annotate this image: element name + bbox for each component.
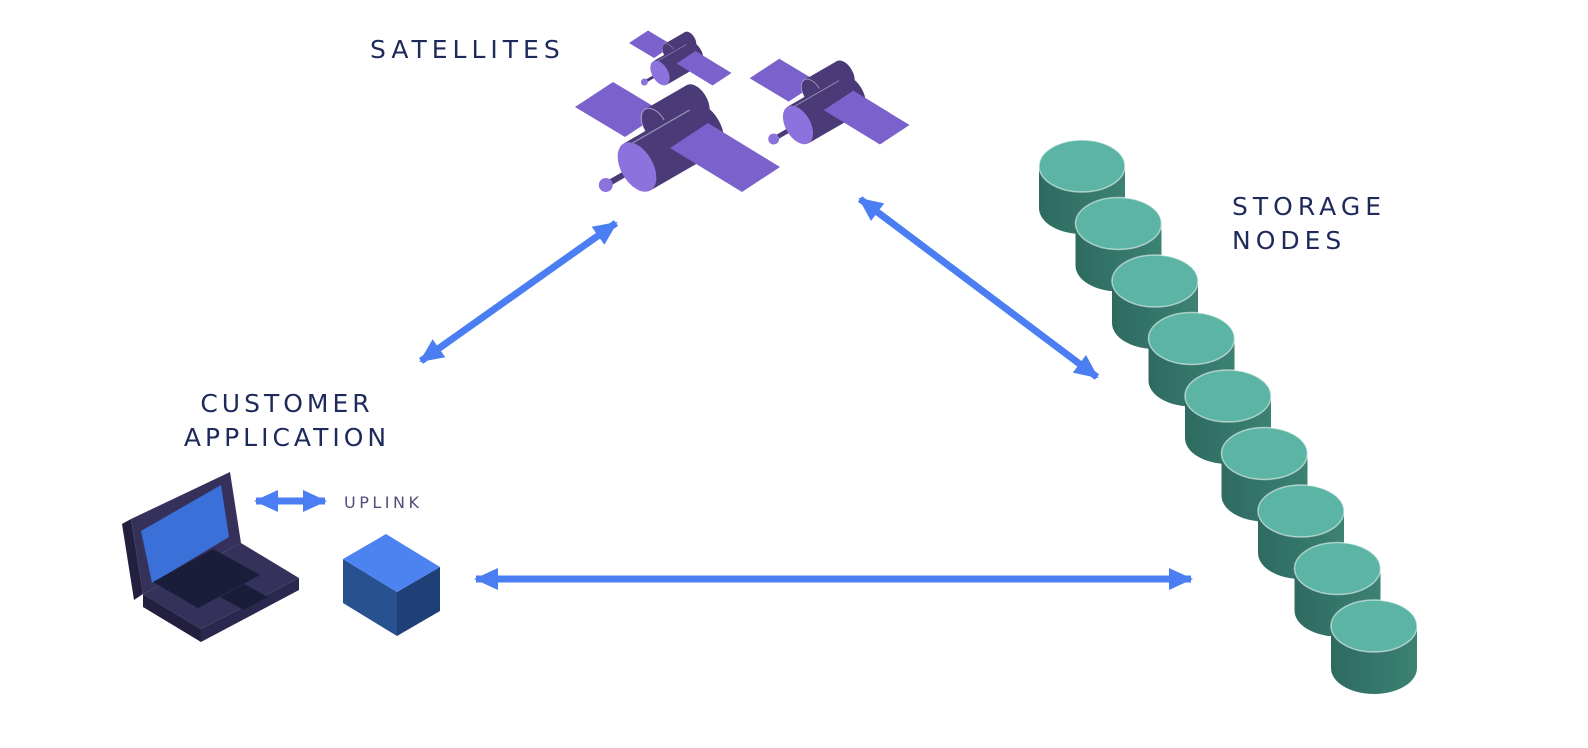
laptop-keyboard	[153, 549, 260, 608]
laptop-illustration	[122, 472, 299, 642]
uplink-box-left-face	[343, 559, 397, 636]
satellites-label: SATELLITES	[370, 35, 565, 64]
uplink-box-top-face	[343, 534, 440, 592]
satellite-large	[574, 79, 781, 213]
customer-label-line1: CUSTOMER	[200, 389, 374, 418]
uplink-box-right-face	[397, 567, 440, 636]
laptop-base-front-right	[201, 578, 299, 642]
satellite-small	[628, 29, 732, 96]
storage-cylinder-9	[1330, 599, 1418, 695]
uplink-box	[343, 534, 440, 636]
laptop-screen	[141, 485, 229, 583]
storage-label-line1: STORAGE	[1232, 192, 1387, 221]
customer-label-line2: APPLICATION	[183, 423, 391, 452]
laptop-base-front-left	[143, 594, 201, 642]
laptop-trackpad	[220, 584, 268, 610]
customer-application-label: CUSTOMER APPLICATION	[137, 387, 437, 455]
satellite-group	[574, 29, 911, 213]
arrow-customer-satellites	[418, 220, 619, 364]
storage-nodes-label: STORAGE NODES	[1232, 190, 1386, 258]
connection-arrows	[254, 196, 1193, 590]
storage-label-line2: NODES	[1232, 226, 1347, 255]
uplink-label: UPLINK	[344, 493, 423, 512]
laptop-lid-edge	[122, 519, 143, 600]
satellite-medium	[749, 56, 911, 161]
arrow-satellites-storage	[857, 196, 1100, 380]
